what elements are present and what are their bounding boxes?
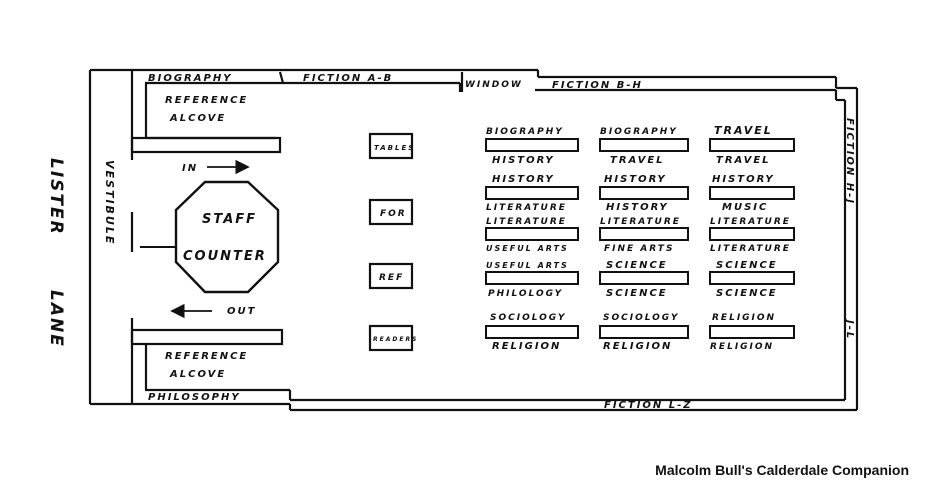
shelf-column-3: TRAVEL TRAVEL HISTORY MUSIC LITERATURE L… [710,124,791,352]
staff-counter [174,180,280,294]
shelf-label: LITERATURE [710,217,791,227]
shelf-label: TRAVEL [716,155,771,166]
shelf-label: LITERATURE [486,217,567,227]
shelf-label: MUSIC [722,202,768,213]
shelf-label: PHILOLOGY [488,289,563,299]
shelf-label: HISTORY [492,174,555,185]
walls [88,68,859,412]
shelf-column-1: BIOGRAPHY HISTORY HISTORY LITERATURE LIT… [486,127,569,352]
shelf-label: HISTORY [604,174,667,185]
wall-label-window: WINDOW [465,80,523,90]
alcove-top-line2: ALCOVE [169,113,226,124]
table-label: READERS [373,336,418,343]
reference-tables [368,132,414,352]
alcove-bottom-line2: ALCOVE [169,369,226,380]
shelf-label: USEFUL ARTS [486,261,569,270]
shelf-label: HISTORY [606,202,669,213]
shelf-label: BIOGRAPHY [600,127,678,137]
in-label: IN [182,163,198,174]
street-label-lane: LANE [46,290,66,348]
shelf-label: RELIGION [710,342,774,352]
wall-label-biography: BIOGRAPHY [148,73,232,84]
shelf-label: RELIGION [492,341,561,352]
wall-label-fiction-bh: FICTION B-H [552,80,643,91]
shelf-label: SOCIOLOGY [603,313,679,323]
table-label: REF [379,273,404,283]
wall-label-fiction-lz: FICTION L-Z [604,400,693,411]
wall-label-fiction-ab: FICTION A-B [303,73,393,84]
wall-label-philosophy: PHILOSOPHY [148,392,241,403]
wall-label-fiction-hj: FICTION H-J [844,118,855,205]
shelf-label: SCIENCE [716,260,778,271]
shelf-label: RELIGION [603,341,672,352]
table-label: TABLES [374,144,415,152]
wall-label-jl: J-L [844,318,855,340]
shelf-label: TRAVEL [610,155,665,166]
out-label: OUT [227,306,256,317]
street-label-lister: LISTER [46,158,66,236]
shelf-label: LITERATURE [600,217,681,227]
shelf-label: BIOGRAPHY [486,127,564,137]
shelf-units [485,138,795,339]
shelf-label: SCIENCE [606,288,668,299]
shelf-label: HISTORY [492,155,555,166]
shelf-label: SCIENCE [716,288,778,299]
shelf-label: LITERATURE [486,203,567,213]
shelf-column-2: BIOGRAPHY TRAVEL HISTORY HISTORY LITERAT… [600,127,681,352]
shelf-label: SOCIOLOGY [490,313,566,323]
shelf-label: SCIENCE [606,260,668,271]
vestibule-label: VESTIBULE [103,160,116,245]
shelf-label: FINE ARTS [604,244,674,254]
counter-line1: STAFF [202,212,257,227]
counter-line2: COUNTER [183,249,267,264]
credit-caption: Malcolm Bull's Calderdale Companion [655,462,909,478]
shelf-label: LITERATURE [710,244,791,254]
alcove-bottom-line1: REFERENCE [165,351,248,362]
shelf-label: RELIGION [712,313,776,323]
alcove-top-line1: REFERENCE [165,95,248,106]
shelf-label: HISTORY [712,174,775,185]
shelf-label: USEFUL ARTS [486,244,569,253]
table-label: FOR [380,209,407,219]
shelf-label: TRAVEL [714,124,773,137]
